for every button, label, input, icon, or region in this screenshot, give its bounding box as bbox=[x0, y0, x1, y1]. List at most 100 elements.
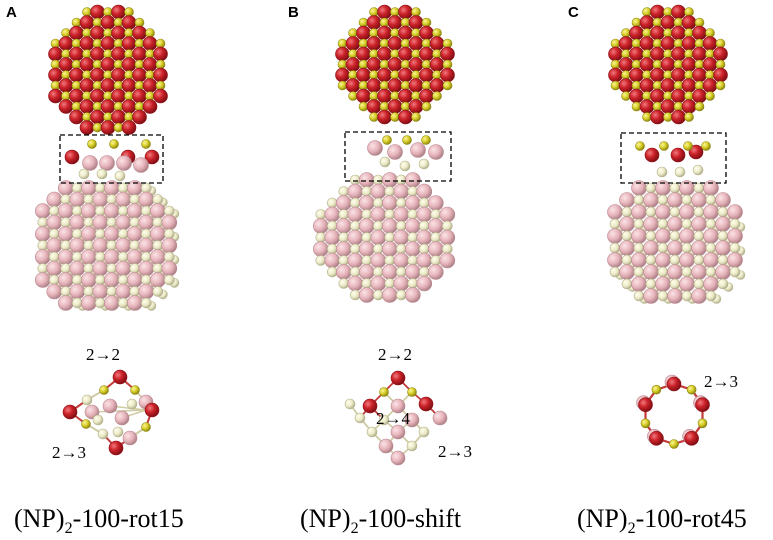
cream-atom bbox=[669, 278, 681, 290]
pink-atom bbox=[347, 183, 364, 200]
cream-atom bbox=[657, 242, 669, 254]
silicon-atom bbox=[82, 7, 92, 17]
pink-atom bbox=[404, 241, 421, 257]
cream-atom bbox=[141, 205, 152, 217]
silicon-atom bbox=[103, 70, 113, 80]
oxygen-atom bbox=[132, 88, 147, 104]
cream-atom bbox=[60, 286, 72, 297]
oxygen-atom bbox=[638, 397, 653, 413]
silicon-atom bbox=[684, 49, 694, 59]
cream-atom bbox=[430, 255, 442, 266]
cream-atom bbox=[372, 266, 384, 278]
oxygen-atom bbox=[681, 99, 697, 114]
cream-atom bbox=[361, 232, 373, 243]
cream-atom bbox=[60, 240, 72, 251]
silicon-atom bbox=[61, 91, 71, 101]
silicon-atom bbox=[400, 80, 411, 91]
interface-box-a bbox=[59, 134, 164, 184]
silicon-atom bbox=[50, 59, 61, 70]
pink-atom bbox=[58, 203, 74, 219]
cream-atom bbox=[95, 297, 106, 309]
cream-atom bbox=[681, 290, 693, 302]
oxygen-atom bbox=[660, 36, 676, 51]
silicon-atom bbox=[99, 385, 109, 395]
oxygen-atom bbox=[64, 149, 80, 165]
silicon-atom bbox=[402, 135, 412, 145]
oxygen-atom bbox=[398, 46, 413, 62]
silicon-atom bbox=[663, 49, 673, 59]
pink-atom bbox=[691, 288, 707, 304]
cream-atom bbox=[141, 228, 152, 240]
oxygen-atom bbox=[688, 144, 704, 160]
oxygen-atom bbox=[111, 67, 126, 83]
cream-atom bbox=[384, 255, 396, 266]
silicon-atom bbox=[411, 70, 421, 80]
cream-atom bbox=[717, 206, 729, 218]
oxygen-atom bbox=[111, 88, 126, 104]
cream-atom bbox=[96, 168, 108, 180]
cream-atom bbox=[384, 232, 396, 243]
cream-atom bbox=[418, 266, 430, 278]
cream-atom bbox=[418, 243, 430, 255]
oxygen-atom bbox=[398, 88, 413, 104]
cream-atom bbox=[669, 182, 681, 194]
oxygen-atom bbox=[692, 25, 707, 41]
pink-atom bbox=[150, 272, 166, 288]
oxygen-atom bbox=[100, 99, 116, 114]
cream-atom bbox=[37, 263, 49, 274]
oxygen-atom bbox=[153, 67, 168, 83]
cream-atom bbox=[60, 194, 72, 205]
pink-atom bbox=[416, 229, 433, 246]
cream-atom bbox=[37, 217, 49, 228]
silicon-atom bbox=[442, 80, 453, 91]
cream-atom bbox=[657, 290, 669, 302]
oxygen-atom bbox=[144, 149, 160, 165]
silicon-atom bbox=[134, 38, 145, 49]
pink-atom bbox=[607, 252, 623, 268]
silicon-atom bbox=[379, 59, 390, 70]
pink-atom bbox=[358, 264, 375, 280]
silicon-atom bbox=[684, 28, 694, 38]
cream-atom bbox=[152, 240, 164, 251]
cream-atom bbox=[106, 286, 118, 297]
oxygen-atom bbox=[356, 67, 371, 83]
cream-atom bbox=[164, 274, 175, 286]
silicon-atom bbox=[400, 101, 411, 112]
oxygen-atom bbox=[132, 25, 147, 41]
silicon-atom bbox=[155, 59, 166, 70]
oxygen-atom bbox=[390, 370, 406, 386]
cream-atom bbox=[609, 218, 621, 230]
oxygen-atom bbox=[90, 46, 105, 62]
cream-atom bbox=[361, 278, 373, 289]
silicon-atom bbox=[421, 38, 432, 49]
silicon-atom bbox=[369, 70, 379, 80]
silicon-atom bbox=[103, 7, 113, 17]
silicon-atom bbox=[715, 80, 726, 91]
pink-atom bbox=[715, 192, 731, 208]
oxygen-atom bbox=[48, 46, 63, 62]
silicon-atom bbox=[113, 38, 124, 49]
oxygen-atom bbox=[408, 57, 424, 72]
oxygen-atom bbox=[702, 57, 718, 72]
cream-atom bbox=[441, 220, 453, 232]
oxygen-atom bbox=[121, 78, 137, 93]
cream-atom bbox=[118, 251, 129, 263]
silicon-atom bbox=[400, 17, 411, 28]
silicon-atom bbox=[61, 70, 71, 80]
cream-atom bbox=[106, 194, 118, 205]
pink-atom bbox=[393, 252, 410, 269]
pink-atom bbox=[324, 229, 341, 246]
pink-atom bbox=[104, 249, 120, 265]
pink-atom bbox=[404, 264, 421, 280]
pink-atom bbox=[381, 287, 398, 303]
cream-atom bbox=[72, 251, 83, 263]
pink-atom bbox=[127, 203, 143, 219]
cream-atom bbox=[379, 156, 391, 168]
silicon-atom bbox=[390, 7, 400, 17]
pink-atom bbox=[393, 206, 410, 223]
silicon-atom bbox=[390, 91, 400, 101]
cream-atom bbox=[72, 274, 83, 286]
pink-atom bbox=[427, 195, 444, 211]
cream-atom bbox=[72, 297, 83, 309]
silicon-atom bbox=[390, 70, 400, 80]
